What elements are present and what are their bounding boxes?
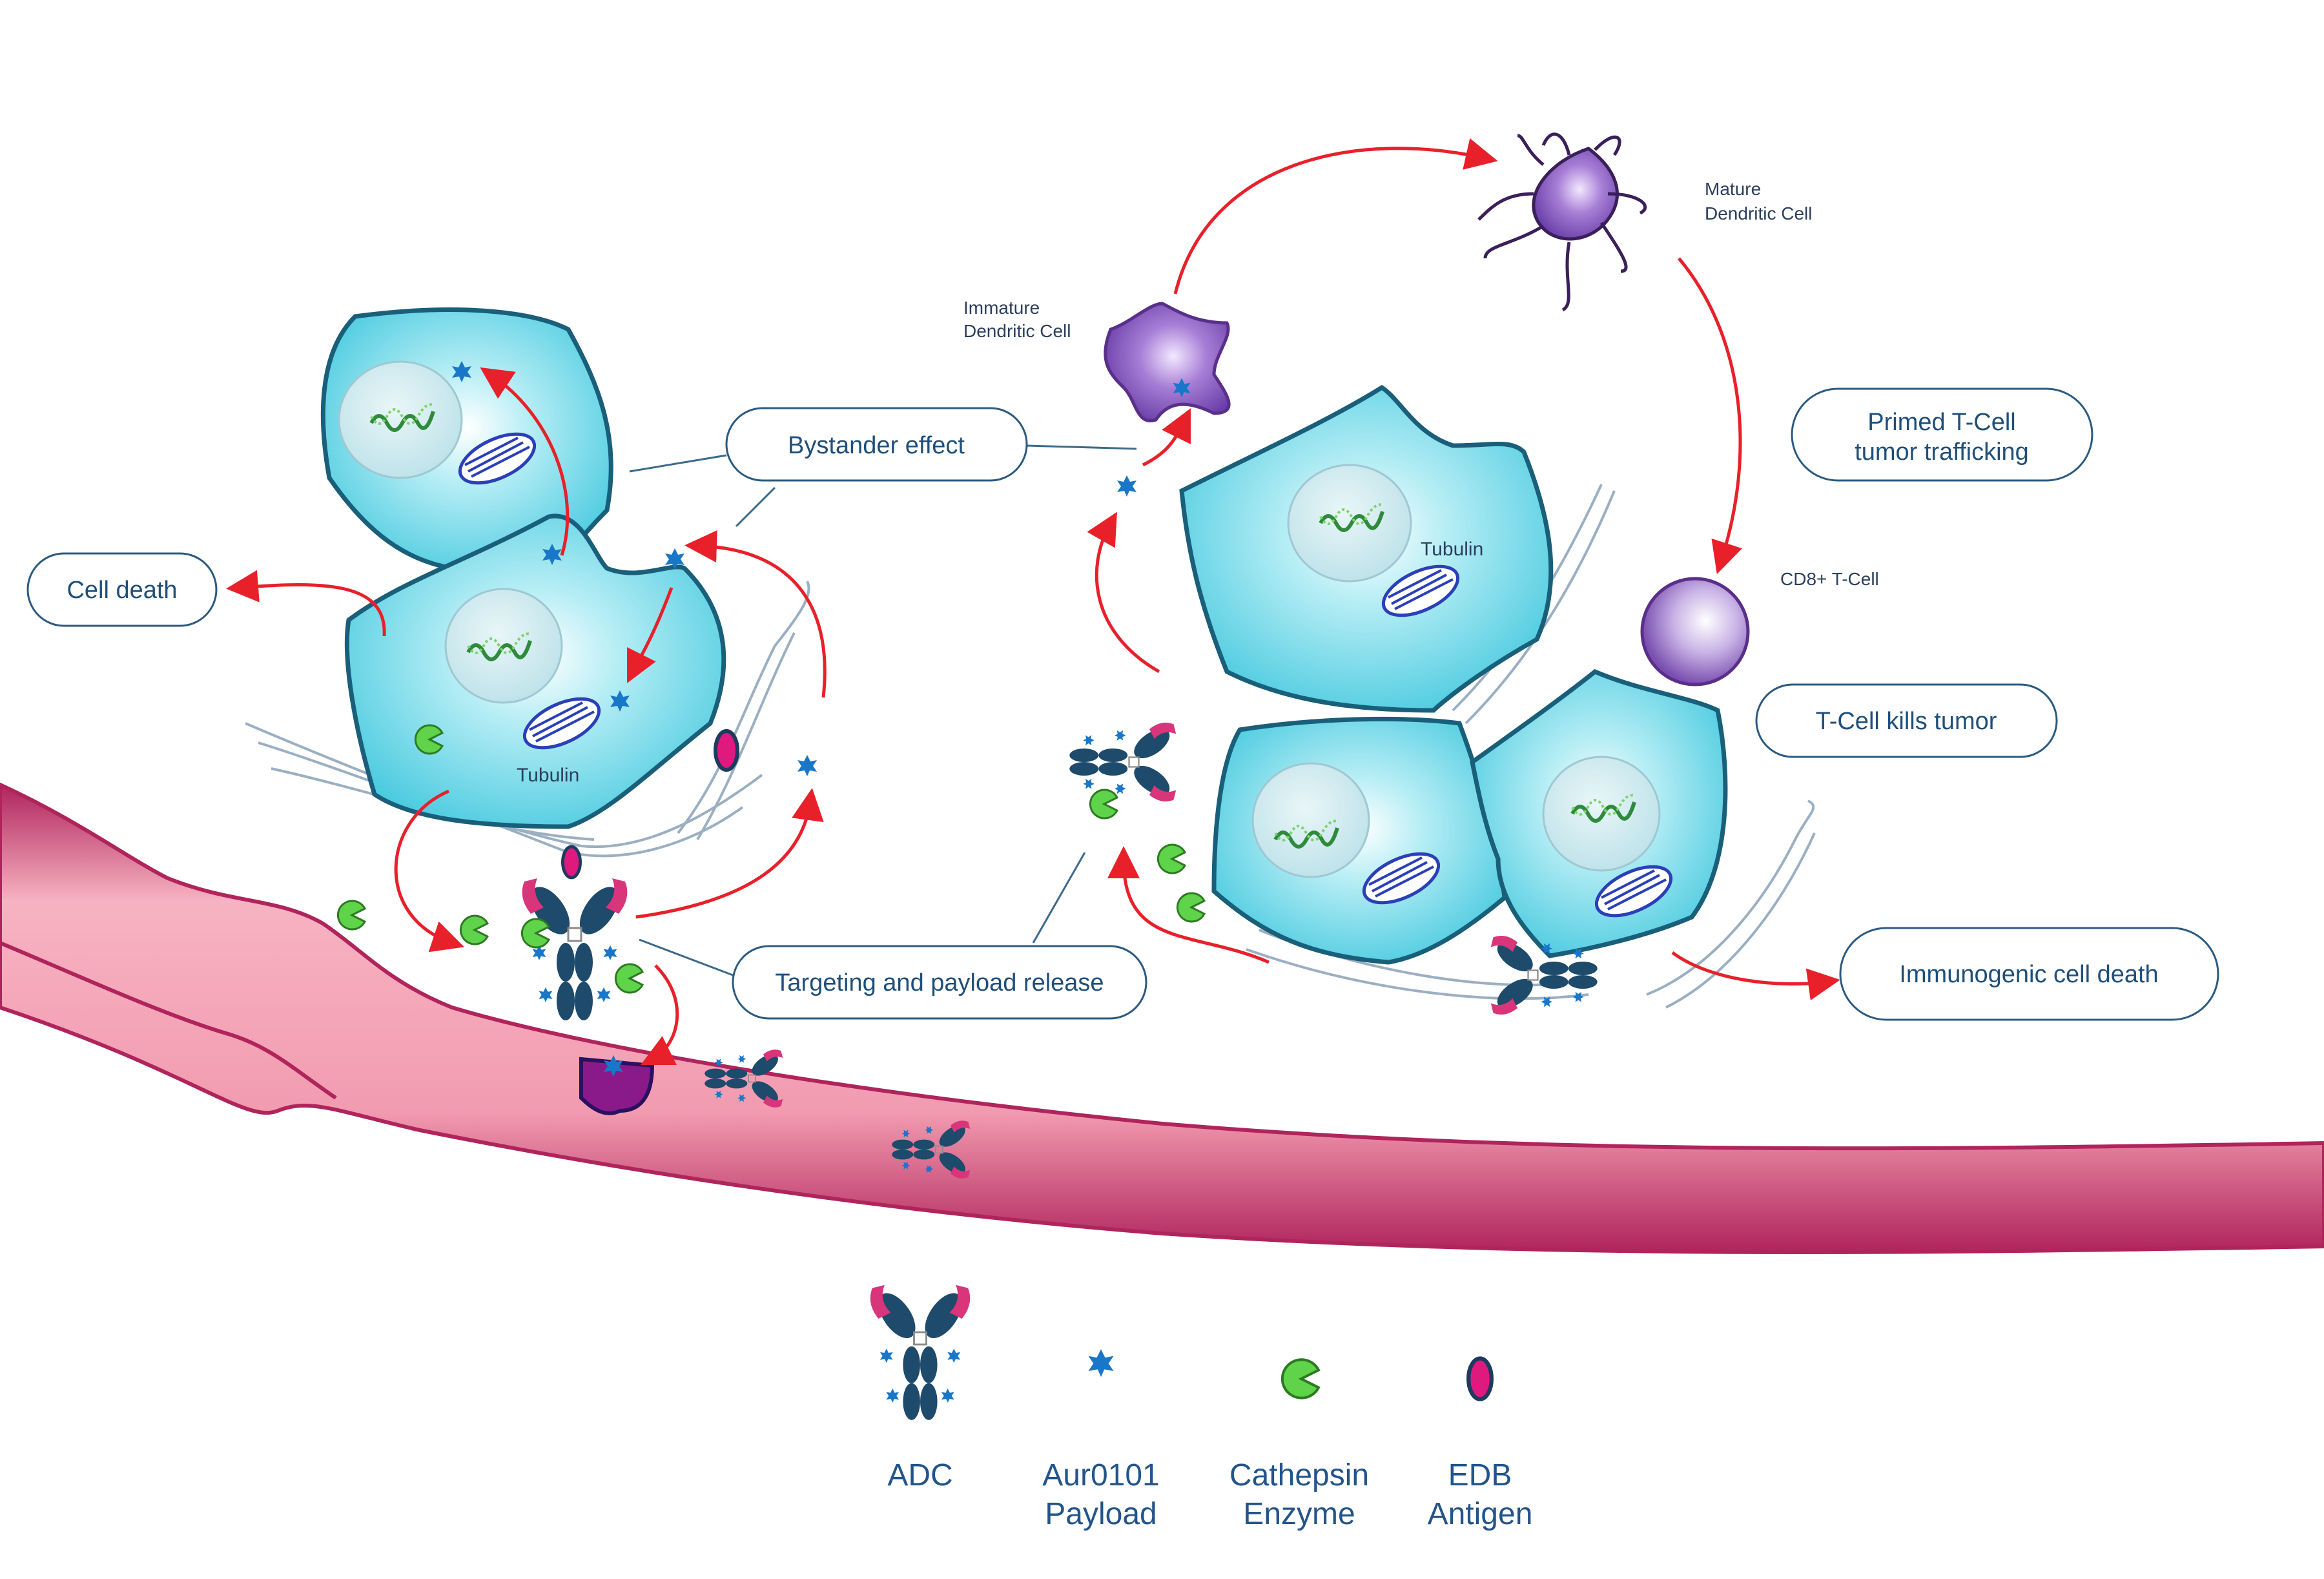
arrows <box>226 138 1840 1065</box>
legend-payload: Aur0101 Payload <box>1042 1349 1160 1531</box>
immature-dc-label-line2: Dendritic Cell <box>963 321 1071 341</box>
legend-adc-label: ADC <box>887 1458 952 1492</box>
immature-dendritic-cell <box>1104 302 1231 423</box>
legend-payload-label-line2: Payload <box>1045 1497 1157 1531</box>
primed-tcell-label-line1: Primed T-Cell <box>1867 409 2015 436</box>
blood-vessel <box>0 782 2324 1254</box>
tcell-kills-tumor-box: T-Cell kills tumor <box>1755 683 2058 758</box>
cd8-tcell <box>1640 577 1750 686</box>
tumor-cell-bottom-right <box>1470 668 1728 958</box>
immunogenic-cell-death-box: Immunogenic cell death <box>1839 927 2219 1021</box>
tubulin-label-left: Tubulin <box>517 765 579 786</box>
legend-payload-icon <box>1088 1349 1114 1378</box>
legend-enzyme: Cathepsin Enzyme <box>1229 1359 1369 1531</box>
tumor-cell-mid-left: Tubulin <box>344 513 726 829</box>
cell-death-label: Cell death <box>67 577 177 604</box>
legend-enzyme-icon <box>1282 1359 1319 1398</box>
legend: ADC Aur0101 Payload Cathepsin Enzyme EDB… <box>870 1285 1533 1531</box>
bystander-effect-label: Bystander effect <box>788 432 965 459</box>
edb-vessel-site <box>579 1057 655 1115</box>
bystander-effect-box: Bystander effect <box>725 407 1028 482</box>
targeting-payload-release-label: Targeting and payload release <box>775 969 1104 996</box>
primed-tcell-box: Primed T-Cell tumor trafficking <box>1791 387 2093 482</box>
immature-dc-label-line1: Immature <box>963 298 1040 318</box>
connector-lines <box>629 444 1137 976</box>
legend-antigen-label-line2: Antigen <box>1428 1497 1533 1531</box>
tcell-kills-tumor-label: T-Cell kills tumor <box>1816 708 1997 735</box>
primed-tcell-label-line2: tumor trafficking <box>1855 439 2029 466</box>
targeting-payload-release-box: Targeting and payload release <box>732 945 1147 1020</box>
antigen-left-surface <box>715 731 737 770</box>
legend-antigen-label-line1: EDB <box>1448 1458 1512 1492</box>
legend-antigen-icon <box>1468 1359 1492 1399</box>
tumor-cell-bottom-mid-right <box>1211 716 1507 965</box>
tubulin-label-right: Tubulin <box>1421 539 1483 560</box>
legend-adc-icon <box>870 1285 971 1420</box>
mature-dc-label-line2: Dendritic Cell <box>1705 203 1813 223</box>
extracellular-fibers <box>245 484 1816 1009</box>
immunogenic-cell-death-label: Immunogenic cell death <box>1899 961 2158 988</box>
adc-right-free <box>1069 723 1176 801</box>
legend-enzyme-label-line2: Enzyme <box>1243 1497 1355 1531</box>
mature-dc-label-line1: Mature <box>1705 179 1761 199</box>
legend-antigen: EDB Antigen <box>1428 1359 1533 1531</box>
cd8-tcell-label: CD8+ T-Cell <box>1780 569 1879 589</box>
mature-dendritic-cell <box>1477 132 1647 312</box>
cell-death-box: Cell death <box>26 552 218 627</box>
legend-adc: ADC <box>870 1285 971 1492</box>
tumor-cell-top-right: Tubulin <box>1179 384 1554 713</box>
tumor-cell-top-left <box>320 307 613 574</box>
legend-enzyme-label-line1: Cathepsin <box>1229 1458 1369 1492</box>
legend-payload-label-line1: Aur0101 <box>1042 1458 1159 1492</box>
